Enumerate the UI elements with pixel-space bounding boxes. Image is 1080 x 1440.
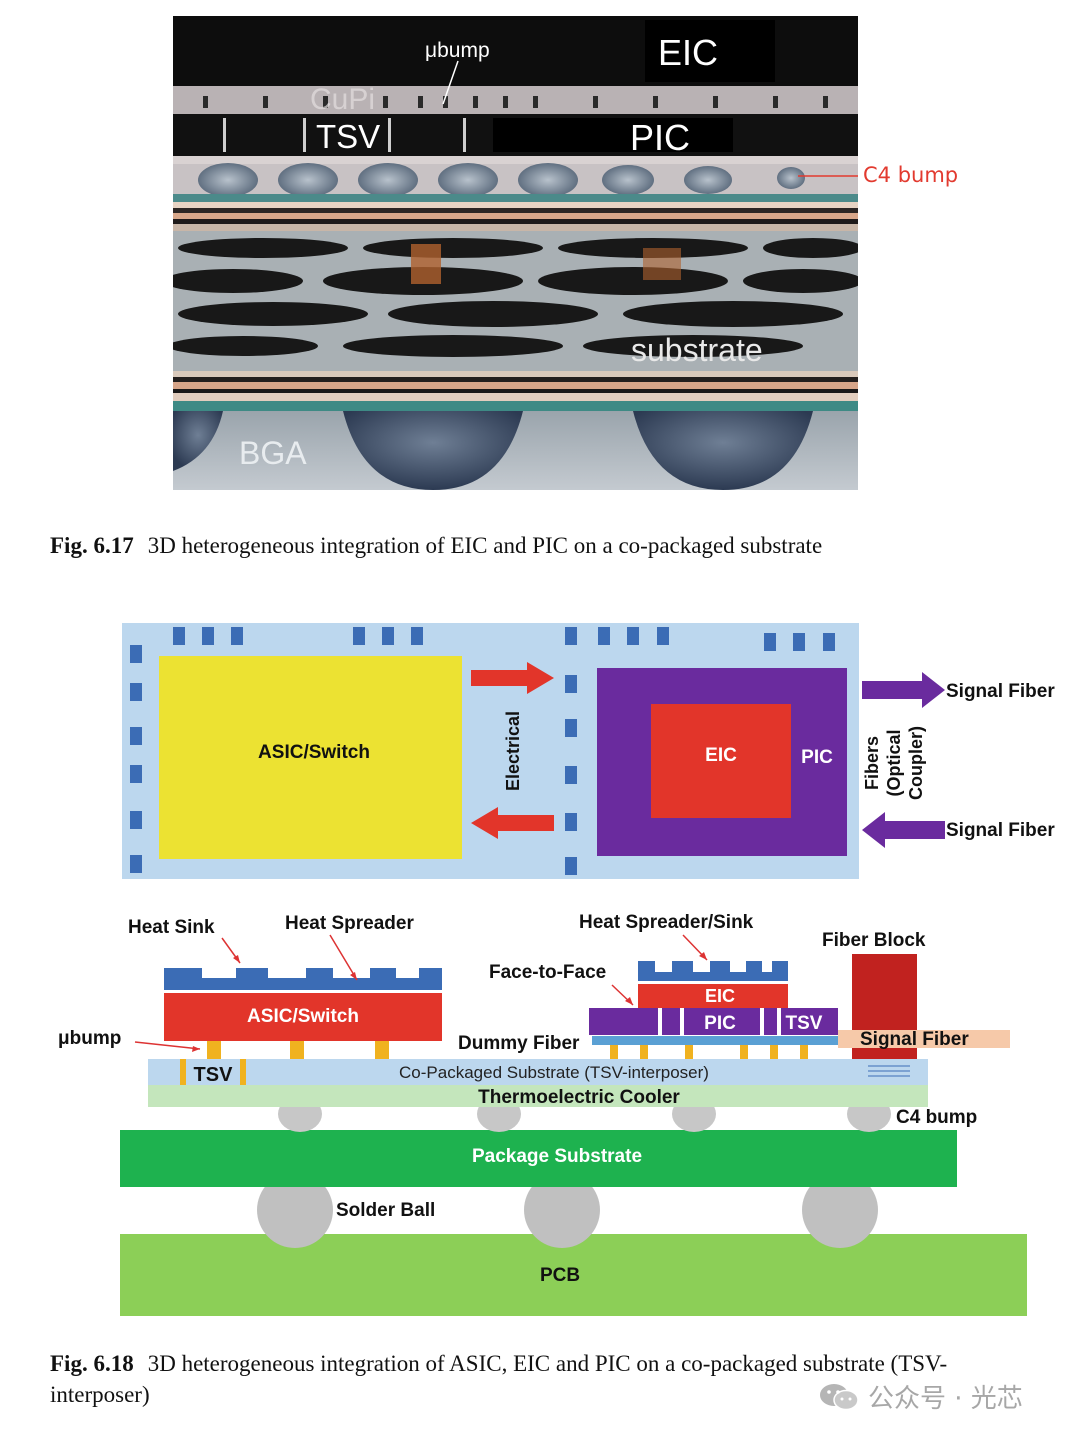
solder-ball-label: Solder Ball bbox=[336, 1200, 435, 1221]
pic-microbumps bbox=[610, 1045, 808, 1059]
pcb-label: PCB bbox=[540, 1265, 580, 1286]
asic-label: ASIC/Switch bbox=[258, 742, 370, 763]
pcb bbox=[120, 1234, 1027, 1316]
tsv-chip-label: TSV bbox=[786, 1013, 823, 1034]
asic-switch-chip bbox=[159, 656, 462, 859]
eic-chip bbox=[651, 704, 791, 818]
c4-bump-label: C4 bump bbox=[896, 1107, 977, 1128]
signal-fiber-label: Signal Fiber bbox=[860, 1029, 969, 1050]
heat-spreader-label: Heat Spreader bbox=[285, 913, 414, 934]
heat-spreader-sink bbox=[638, 961, 788, 981]
waveguide-lines bbox=[868, 1065, 910, 1077]
arrow-right-icon bbox=[471, 662, 554, 694]
eic-die bbox=[638, 984, 788, 1008]
wechat-icon bbox=[820, 1383, 859, 1410]
package-substrate bbox=[120, 1130, 957, 1187]
cross-section-micrograph: μbump EIC CuPi TSV PIC substrate BGA bbox=[173, 16, 858, 490]
caption-line-2: interposer) bbox=[50, 1382, 150, 1407]
tsv-interposer bbox=[148, 1059, 928, 1085]
bond-pads bbox=[130, 627, 835, 875]
pic-label: PIC bbox=[801, 747, 833, 768]
optical-label: (Optical bbox=[884, 729, 904, 796]
fiber-block-label: Fiber Block bbox=[822, 930, 926, 951]
heat-spreader-sink-label: Heat Spreader/Sink bbox=[579, 912, 754, 933]
caption-figure-number: Fig. 6.18 bbox=[50, 1351, 134, 1376]
asic-die-label: ASIC/Switch bbox=[247, 1006, 359, 1027]
fig-6-18-caption: Fig. 6.18 3D heterogeneous integration of… bbox=[50, 1348, 1060, 1410]
caption-text: 3D heterogeneous integration of EIC and … bbox=[147, 533, 823, 558]
fig-6-17-caption: Fig. 6.17 3D heterogeneous integration of… bbox=[50, 530, 822, 561]
eic-die-label: EIC bbox=[705, 986, 735, 1006]
signal-fiber-out-label: Signal Fiber bbox=[946, 681, 1055, 702]
signal-fiber bbox=[838, 1030, 1010, 1048]
ubump-label: μbump bbox=[58, 1028, 121, 1049]
dummy-fiber-label: Dummy Fiber bbox=[458, 1033, 580, 1054]
fibers-label: Fibers bbox=[862, 736, 882, 790]
signal-in-arrow-icon bbox=[862, 812, 945, 848]
heat-sink-label: Heat Sink bbox=[128, 917, 215, 938]
asic-microbumps bbox=[207, 1041, 389, 1059]
signal-fiber-in-label: Signal Fiber bbox=[946, 820, 1055, 841]
coupler-label: Coupler) bbox=[906, 726, 926, 800]
face-to-face-label: Face-to-Face bbox=[489, 962, 606, 983]
interposer-label: Co-Packaged Substrate (TSV-interposer) bbox=[399, 1063, 709, 1082]
photo-label-substrate: substrate bbox=[631, 332, 763, 368]
integration-diagram: ASIC/Switch Electrical EIC PIC Fibers (O… bbox=[58, 623, 1055, 1316]
dummy-fiber bbox=[592, 1036, 838, 1045]
photo-label-eic: EIC bbox=[658, 32, 718, 73]
thermoelectric-cooler bbox=[148, 1085, 928, 1107]
photo-label-tsv: TSV bbox=[316, 118, 380, 155]
signal-out-arrow-icon bbox=[862, 672, 945, 708]
photo-label-bga: BGA bbox=[239, 435, 307, 471]
arrow-left-icon bbox=[471, 807, 554, 839]
package-substrate-label: Package Substrate bbox=[472, 1146, 642, 1167]
asic-switch-die bbox=[164, 993, 442, 1041]
tec-label: Thermoelectric Cooler bbox=[478, 1087, 680, 1108]
solder-balls bbox=[257, 1172, 878, 1248]
ubump-pointer bbox=[442, 60, 459, 105]
watermark: 公众号 · 光芯 bbox=[818, 1378, 1023, 1415]
photo-label-ubump: μbump bbox=[425, 39, 490, 62]
photo-label-cupi: CuPi bbox=[310, 83, 375, 116]
eic-label: EIC bbox=[705, 745, 737, 766]
caption-figure-number: Fig. 6.17 bbox=[50, 533, 134, 558]
electrical-label: Electrical bbox=[503, 711, 523, 791]
tsv-label: TSV bbox=[194, 1064, 234, 1086]
pic-die bbox=[589, 1008, 838, 1035]
cross-section-view: PCB Package Substrate Thermoelectric Coo… bbox=[58, 912, 1027, 1316]
photo-label-c4-bump: C4 bump bbox=[863, 163, 959, 187]
caption-line-1: 3D heterogeneous integration of ASIC, EI… bbox=[147, 1351, 948, 1376]
watermark-text: 公众号 · 光芯 bbox=[868, 1384, 1023, 1414]
pic-die-label: PIC bbox=[704, 1013, 736, 1034]
top-view: ASIC/Switch Electrical EIC PIC Fibers (O… bbox=[122, 623, 1055, 879]
photo-label-pic: PIC bbox=[630, 117, 690, 158]
heat-sink bbox=[164, 968, 442, 990]
